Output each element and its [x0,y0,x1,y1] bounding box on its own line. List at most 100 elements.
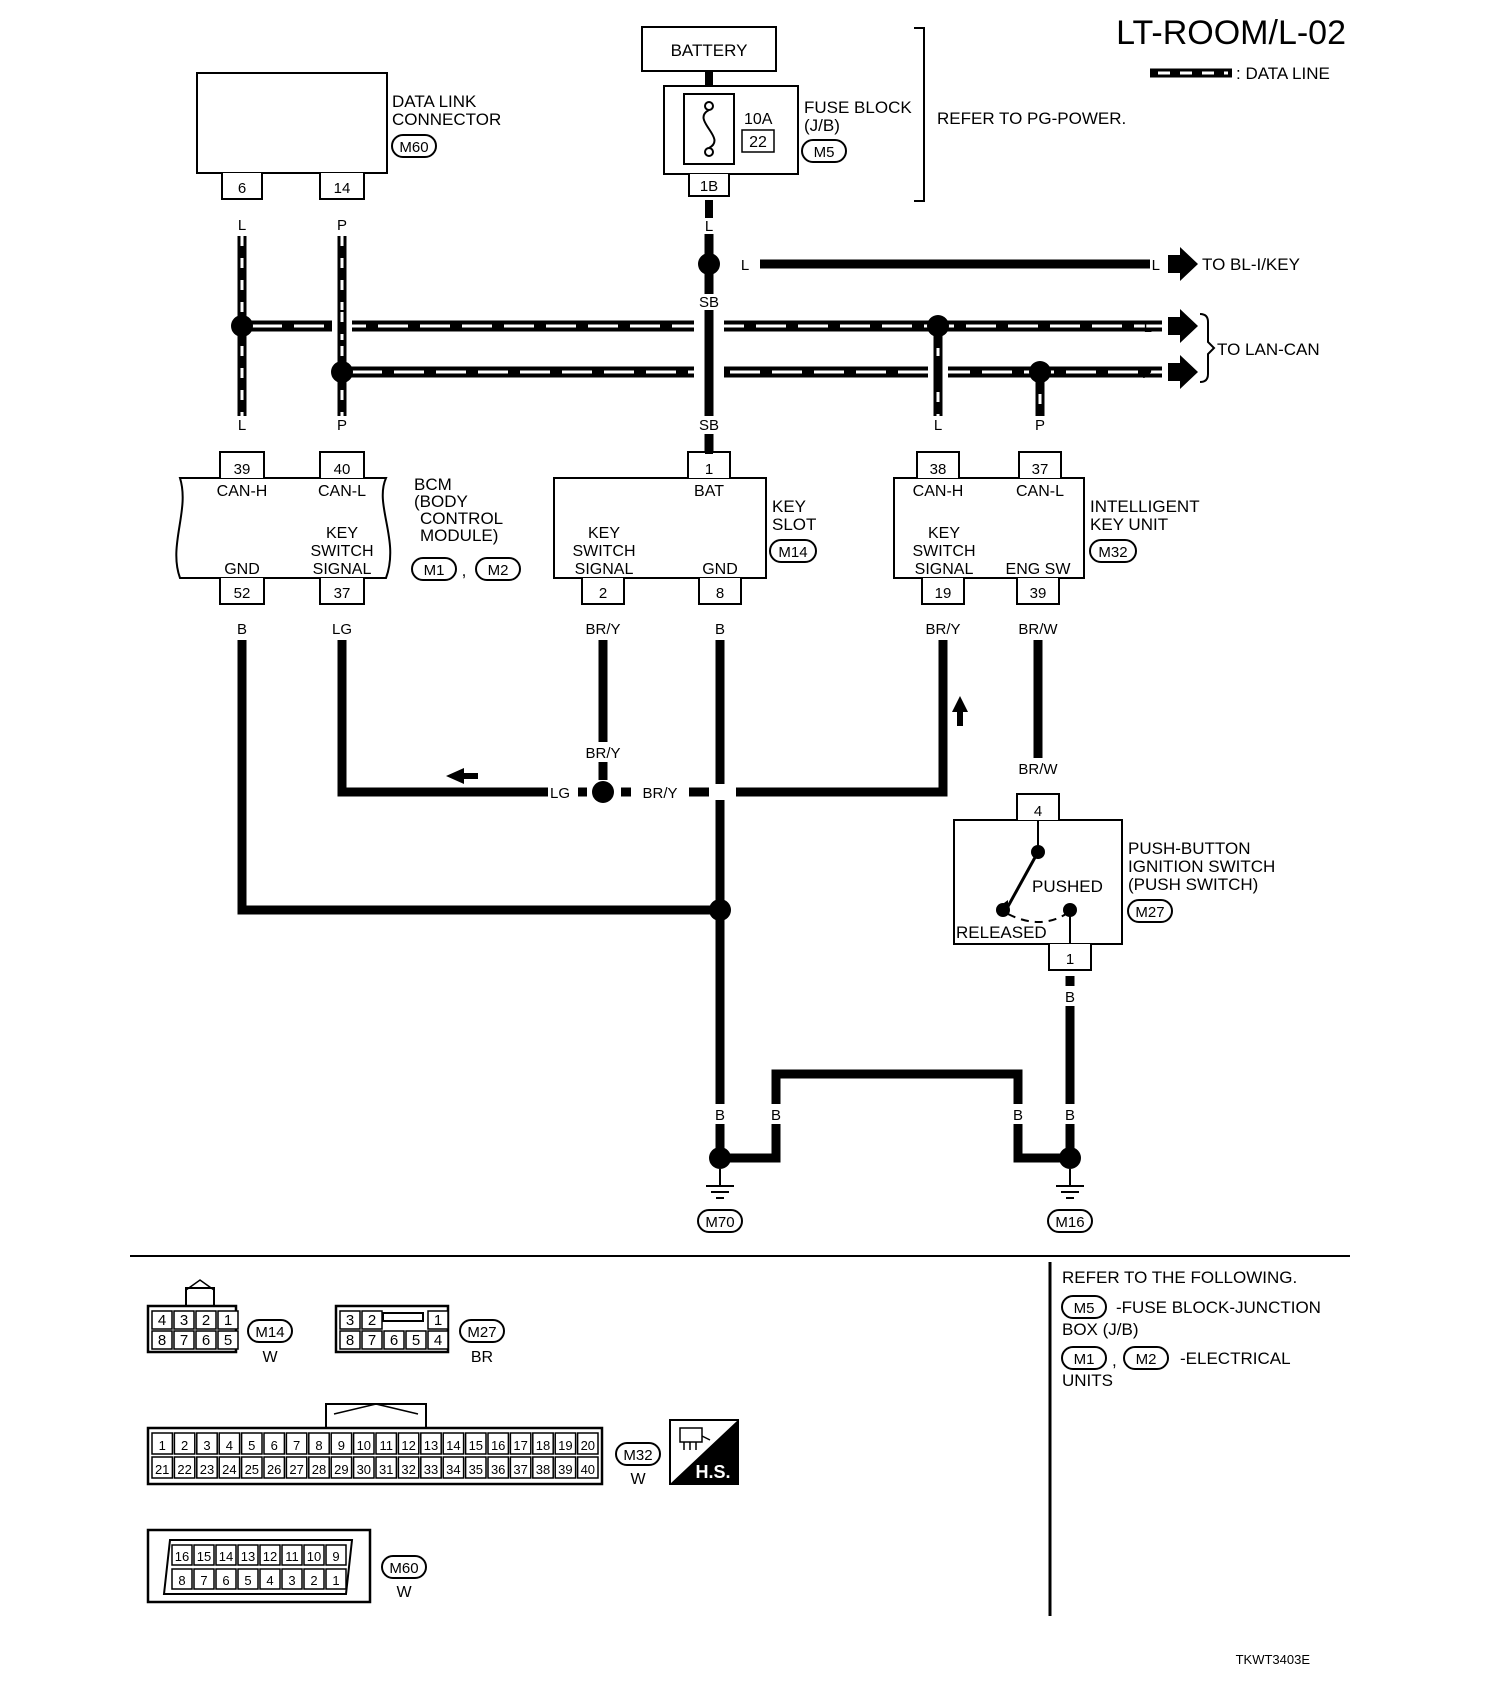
connector-pin-cell [509,1432,532,1455]
connector-pin-cell [285,1456,308,1479]
connector-pin-number: 36 [491,1462,505,1477]
connector-pin-cell [217,1310,239,1330]
dlc-name-line2: CONNECTOR [392,110,501,129]
connector-pin-number: 37 [513,1462,527,1477]
pushed-label: PUSHED [1032,877,1103,896]
iku-can-h-label: CAN-H [913,483,964,500]
connector-pin-number: 1 [159,1438,166,1453]
wire-color-label: B [771,1107,781,1124]
connector-pin-number: 32 [401,1462,415,1477]
wire-color-label: L [741,257,749,274]
connector-pin-number: 34 [446,1462,460,1477]
bcm-connector-m2: M2 [488,562,509,579]
connector-pin-number: 2 [181,1438,188,1453]
connector-pin-number: 31 [379,1462,393,1477]
iku-ks-label: SIGNAL [915,561,974,578]
connector-pin-number: 30 [357,1462,371,1477]
push-switch-name: IGNITION SWITCH [1128,857,1275,876]
connector-pin-number: 9 [332,1549,339,1564]
refer-m2: M2 [1136,1351,1157,1368]
wire-color-label: SB [699,417,719,434]
connector-pin-cell [397,1432,420,1455]
wire-color-label: L [238,217,246,234]
connector-pin-number: 3 [203,1438,210,1453]
connector-pin-number: 4 [158,1312,166,1329]
key-slot-pin-2: 2 [599,585,607,602]
dlc-pin-14: 14 [334,180,351,197]
iku-connector: M32 [1098,544,1127,561]
wire-color-label: LG [550,785,570,802]
key-slot-ks-label: SWITCH [572,543,635,560]
connector-m60-label: M60 W [381,1555,427,1601]
refer-power-text: REFER TO PG-POWER. [937,109,1126,128]
key-slot-name: KEY [772,497,806,516]
connector-pin-cell [420,1456,442,1479]
push-switch-name: PUSH-BUTTON [1128,839,1250,858]
ground-icon [1056,1169,1084,1199]
connector-pin-number: 5 [248,1438,255,1453]
refer-m5: M5 [1074,1300,1095,1317]
connector-pin-number: 7 [180,1332,188,1349]
junction-dot [231,315,253,337]
junction-dot [927,315,949,337]
iku-pin-39: 39 [1030,585,1047,602]
connector-pin-cell [215,1544,237,1566]
bcm-box [175,477,392,579]
iku-can-l-label: CAN-L [1016,483,1064,500]
connector-pin-cell [151,1330,173,1350]
to-lan-can-text: TO LAN-CAN [1217,340,1320,359]
connector-pin-cell [218,1456,241,1479]
connector-pin-cell [173,1330,195,1350]
bcm-connector-m1: M1 [424,562,445,579]
connector-pin-number: 12 [401,1438,415,1453]
connector-pin-number: 15 [469,1438,483,1453]
connector-pin-number: 19 [558,1438,572,1453]
connector-pin-number: 5 [412,1332,420,1349]
connector-pin-cell [171,1568,193,1590]
connector-pin-cell [195,1310,217,1330]
wire-color-label: BR/Y [585,621,620,638]
switch-contact-icon [996,903,1010,917]
connector-pin-number: 20 [581,1438,595,1453]
wire-color-label: L [1152,257,1160,274]
connector-pin-cell [383,1330,405,1350]
m60-color: W [396,1584,412,1601]
iku-pin-37: 37 [1032,461,1049,478]
connector-pin-number: 23 [200,1462,214,1477]
connector-pin-cell [281,1544,303,1566]
connector-pin-cell [532,1432,554,1455]
connector-pin-number: 6 [390,1332,398,1349]
bcm-can-h-label: CAN-H [217,483,268,500]
fuse-terminal: 1B [700,178,718,195]
key-slot-bat-label: BAT [694,483,724,500]
arrow-left-icon [446,768,478,784]
connector-pin-cell [151,1432,174,1455]
connector-pin-number: 8 [158,1332,166,1349]
bcm-pin-39: 39 [234,461,251,478]
refer-m5-text: -FUSE BLOCK-JUNCTION [1116,1298,1321,1317]
wire-color-label: P [337,217,347,234]
bcm-ks-label: KEY [326,525,358,542]
connector-pin-cell [151,1310,173,1330]
connector-pin-cell [193,1568,215,1590]
push-switch-connector: M27 [1135,904,1164,921]
battery-label: BATTERY [671,41,748,60]
wire-color-label: P [1142,365,1152,382]
connector-pin-cell [330,1432,353,1455]
connector-pin-number: 3 [346,1312,354,1329]
connector-pin-number: 4 [434,1332,442,1349]
m60-name: M60 [389,1560,418,1577]
wire-color-label: BR/Y [585,745,620,762]
connector-pin-cell [554,1456,577,1479]
wire-color-label: BR/W [1018,761,1058,778]
dlc-connector: M60 [399,139,428,156]
connector-pin-number: 28 [312,1462,326,1477]
junction-dot [709,1147,731,1169]
lan-can-brace [1199,313,1216,383]
connector-pin-cell [442,1432,465,1455]
connector-pin-cell [427,1330,449,1350]
connector-m32-face [146,1403,604,1486]
wire-color-label: B [237,621,247,638]
junction-dot [331,361,353,383]
connector-pin-number: 1 [332,1573,339,1588]
